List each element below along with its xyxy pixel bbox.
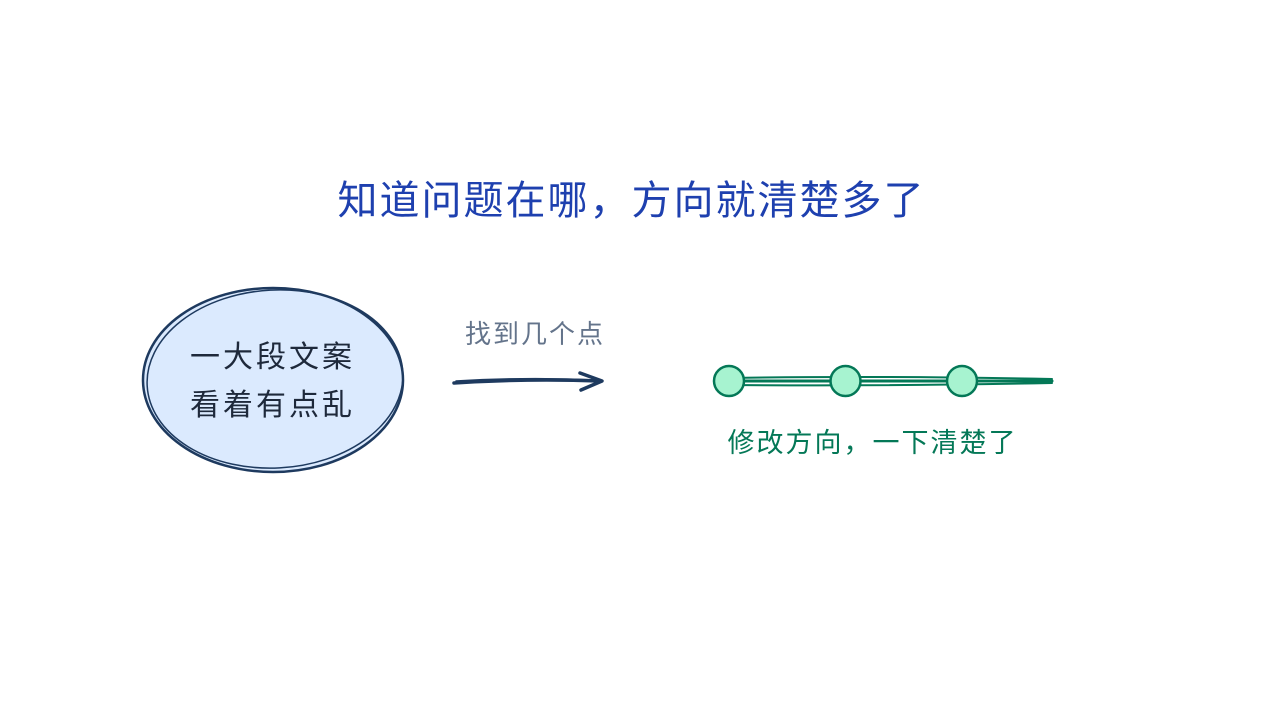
page-title: 知道问题在哪，方向就清楚多了 [337,178,926,224]
direction-node [945,364,979,398]
messy-text-label: 一大段文案 看着有点乱 [140,334,405,430]
direction-node [829,364,862,398]
messy-text-blob [141,286,405,474]
blob-line-1: 一大段文案 [190,340,355,375]
blob-line-2: 看着有点乱 [190,388,355,423]
arrow-label: 找到几个点 [464,320,605,350]
result-label: 修改方向，一下清楚了 [727,428,1018,459]
direction-nodes [712,364,979,398]
arrow [452,371,604,392]
clear-direction-line [726,375,1054,387]
direction-node [712,364,746,398]
